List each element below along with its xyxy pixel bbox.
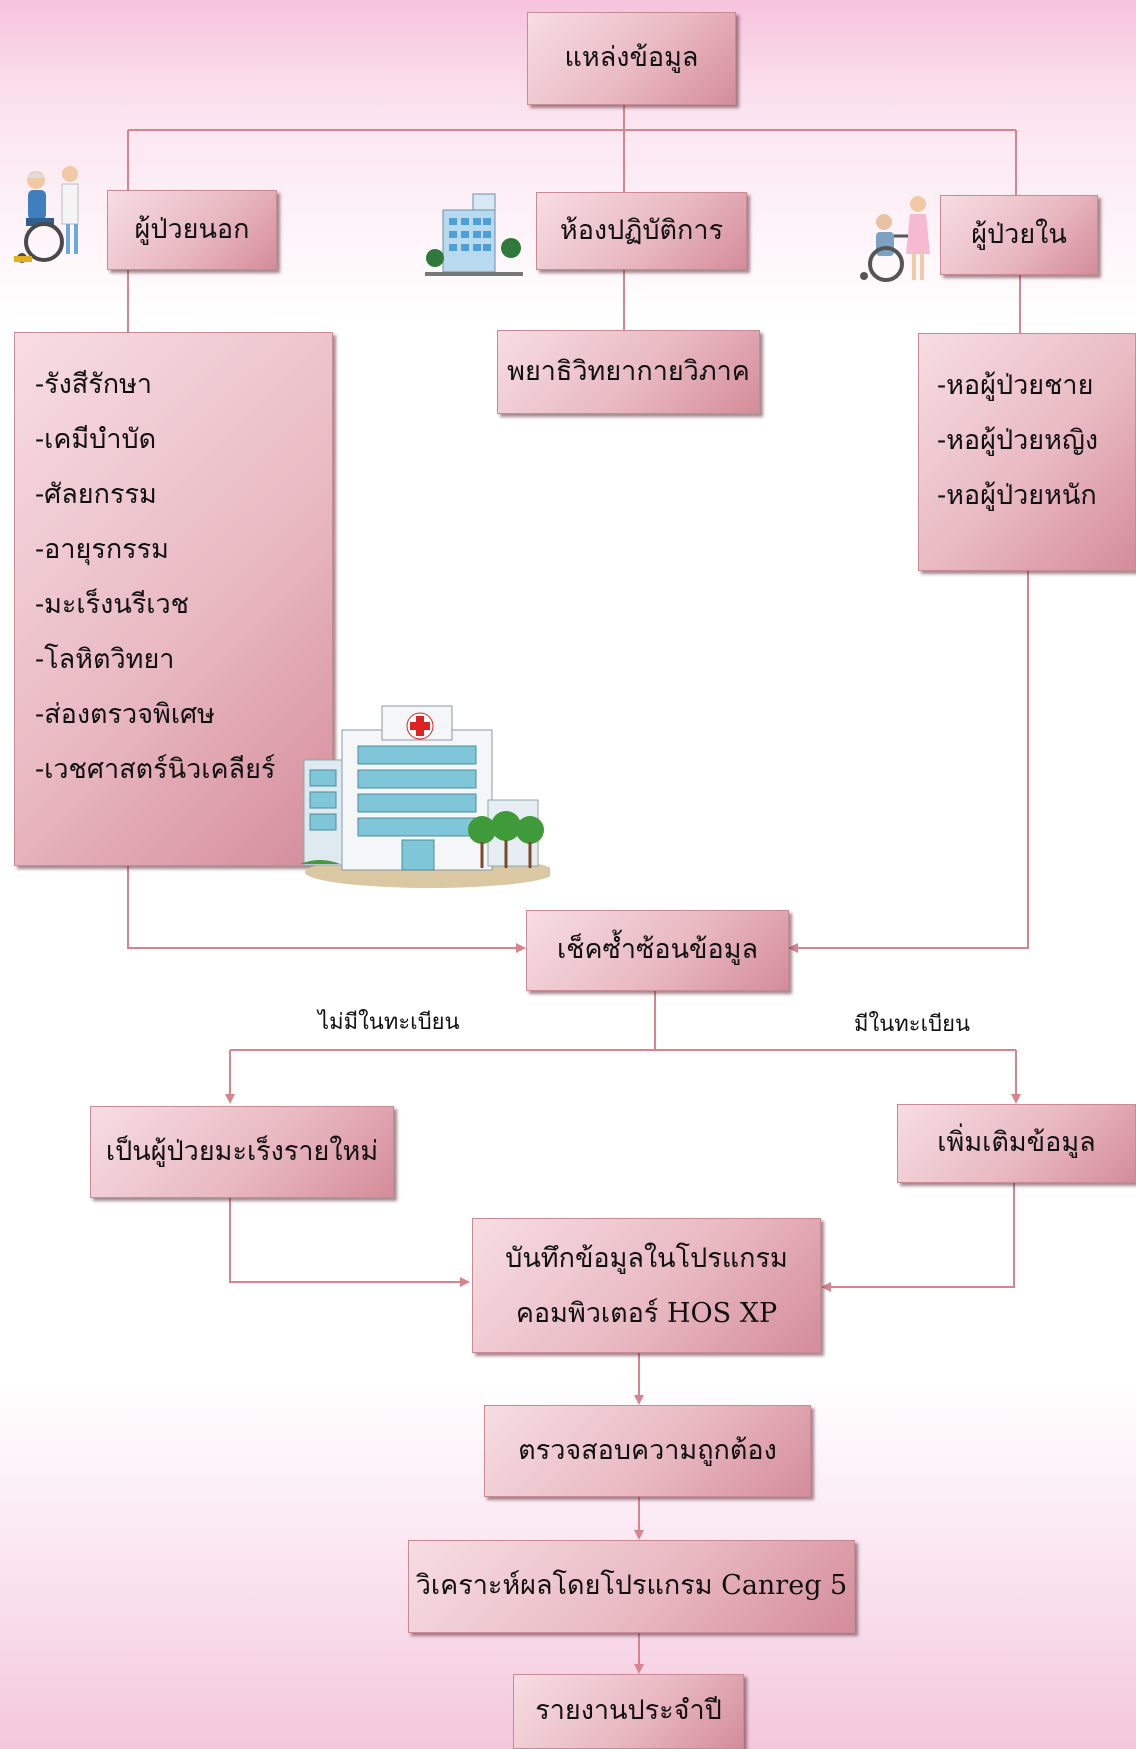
add-data-to-record: [821, 1183, 1015, 1292]
add-data-box: เพิ่มเติมข้อมูล: [897, 1104, 1136, 1183]
pathology-box: พยาธิวิทยากายวิภาค: [497, 330, 760, 414]
lab-building-icon: [425, 193, 523, 276]
outpatient-item: -รังสีรักษา: [35, 369, 153, 400]
add-data-label: เพิ่มเติมข้อมูล: [937, 1127, 1096, 1159]
analyze-label: วิเคราะห์ผลโดยโปรแกรม Canreg 5: [415, 1570, 848, 1602]
inpatient-to-check: [788, 571, 1029, 953]
duplicate-check-label: เช็คซ้ำซ้อนข้อมูล: [556, 934, 759, 966]
annual-report-label: รายงานประจำปี: [535, 1695, 722, 1727]
annual-report-box: รายงานประจำปี: [513, 1674, 744, 1749]
outpatient-item: -ส่องตรวจพิเศษ: [35, 699, 215, 730]
verify-label: ตรวจสอบความถูกต้อง: [518, 1434, 777, 1466]
inpatient-item: -หอผู้ป่วยชาย: [937, 370, 1094, 401]
root-label: แหล่งข้อมูล: [564, 42, 699, 74]
outpatient-item: -โลหิตวิทยา: [35, 644, 175, 675]
inpatient-item: -หอผู้ป่วยหญิง: [937, 425, 1099, 456]
outpatient-item: -อายุรกรรม: [35, 534, 169, 565]
laboratory-box: ห้องปฏิบัติการ: [536, 192, 747, 270]
inpatient-box: ผู้ป่วยใน: [940, 195, 1098, 275]
inpatient-label: ผู้ป่วยใน: [971, 218, 1067, 250]
registered-label: มีในทะเบียน: [854, 1012, 971, 1037]
root-box: แหล่งข้อมูล: [527, 12, 736, 105]
record-line: คอมพิวเตอร์ HOS XP: [515, 1297, 778, 1329]
nurse-wheelchair-icon: [860, 196, 930, 282]
outpatient-label: ผู้ป่วยนอก: [134, 213, 250, 245]
outpatient-item: -เคมีบำบัด: [35, 424, 157, 455]
outpatient-item: -ศัลยกรรม: [35, 479, 157, 510]
new-patient-to-record: [229, 1198, 470, 1287]
new-patient-label: เป็นผู้ป่วยมะเร็งรายใหม่: [105, 1135, 379, 1167]
outpatient-to-check: [127, 866, 526, 953]
pathology-label: พยาธิวิทยากายวิภาค: [507, 355, 750, 387]
duplicate-check-box: เช็คซ้ำซ้อนข้อมูล: [526, 910, 789, 991]
outpatient-box: ผู้ป่วยนอก: [107, 190, 277, 270]
outpatient-item: -เวชศาสตร์นิวเคลียร์: [35, 754, 276, 785]
outpatient-item: -มะเร็งนรีเวช: [35, 589, 190, 620]
inpatient-item: -หอผู้ป่วยหนัก: [937, 480, 1097, 511]
wheelchair-patient-icon: [14, 166, 79, 263]
outpatient-departments-box: -รังสีรักษา -เคมีบำบัด -ศัลยกรรม -อายุรก…: [14, 332, 333, 866]
record-box: บันทึกข้อมูลในโปรแกรม คอมพิวเตอร์ HOS XP: [472, 1218, 821, 1353]
not-registered-label: ไม่มีในทะเบียน: [318, 1010, 460, 1035]
hospital-icon: [300, 705, 550, 888]
verify-box: ตรวจสอบความถูกต้อง: [484, 1405, 811, 1497]
inpatient-wards-box: -หอผู้ป่วยชาย -หอผู้ป่วยหญิง -หอผู้ป่วยห…: [918, 333, 1136, 571]
laboratory-label: ห้องปฏิบัติการ: [559, 214, 724, 246]
analyze-box: วิเคราะห์ผลโดยโปรแกรม Canreg 5: [408, 1540, 855, 1633]
record-line: บันทึกข้อมูลในโปรแกรม: [505, 1242, 788, 1274]
new-patient-box: เป็นผู้ป่วยมะเร็งรายใหม่: [90, 1106, 394, 1198]
